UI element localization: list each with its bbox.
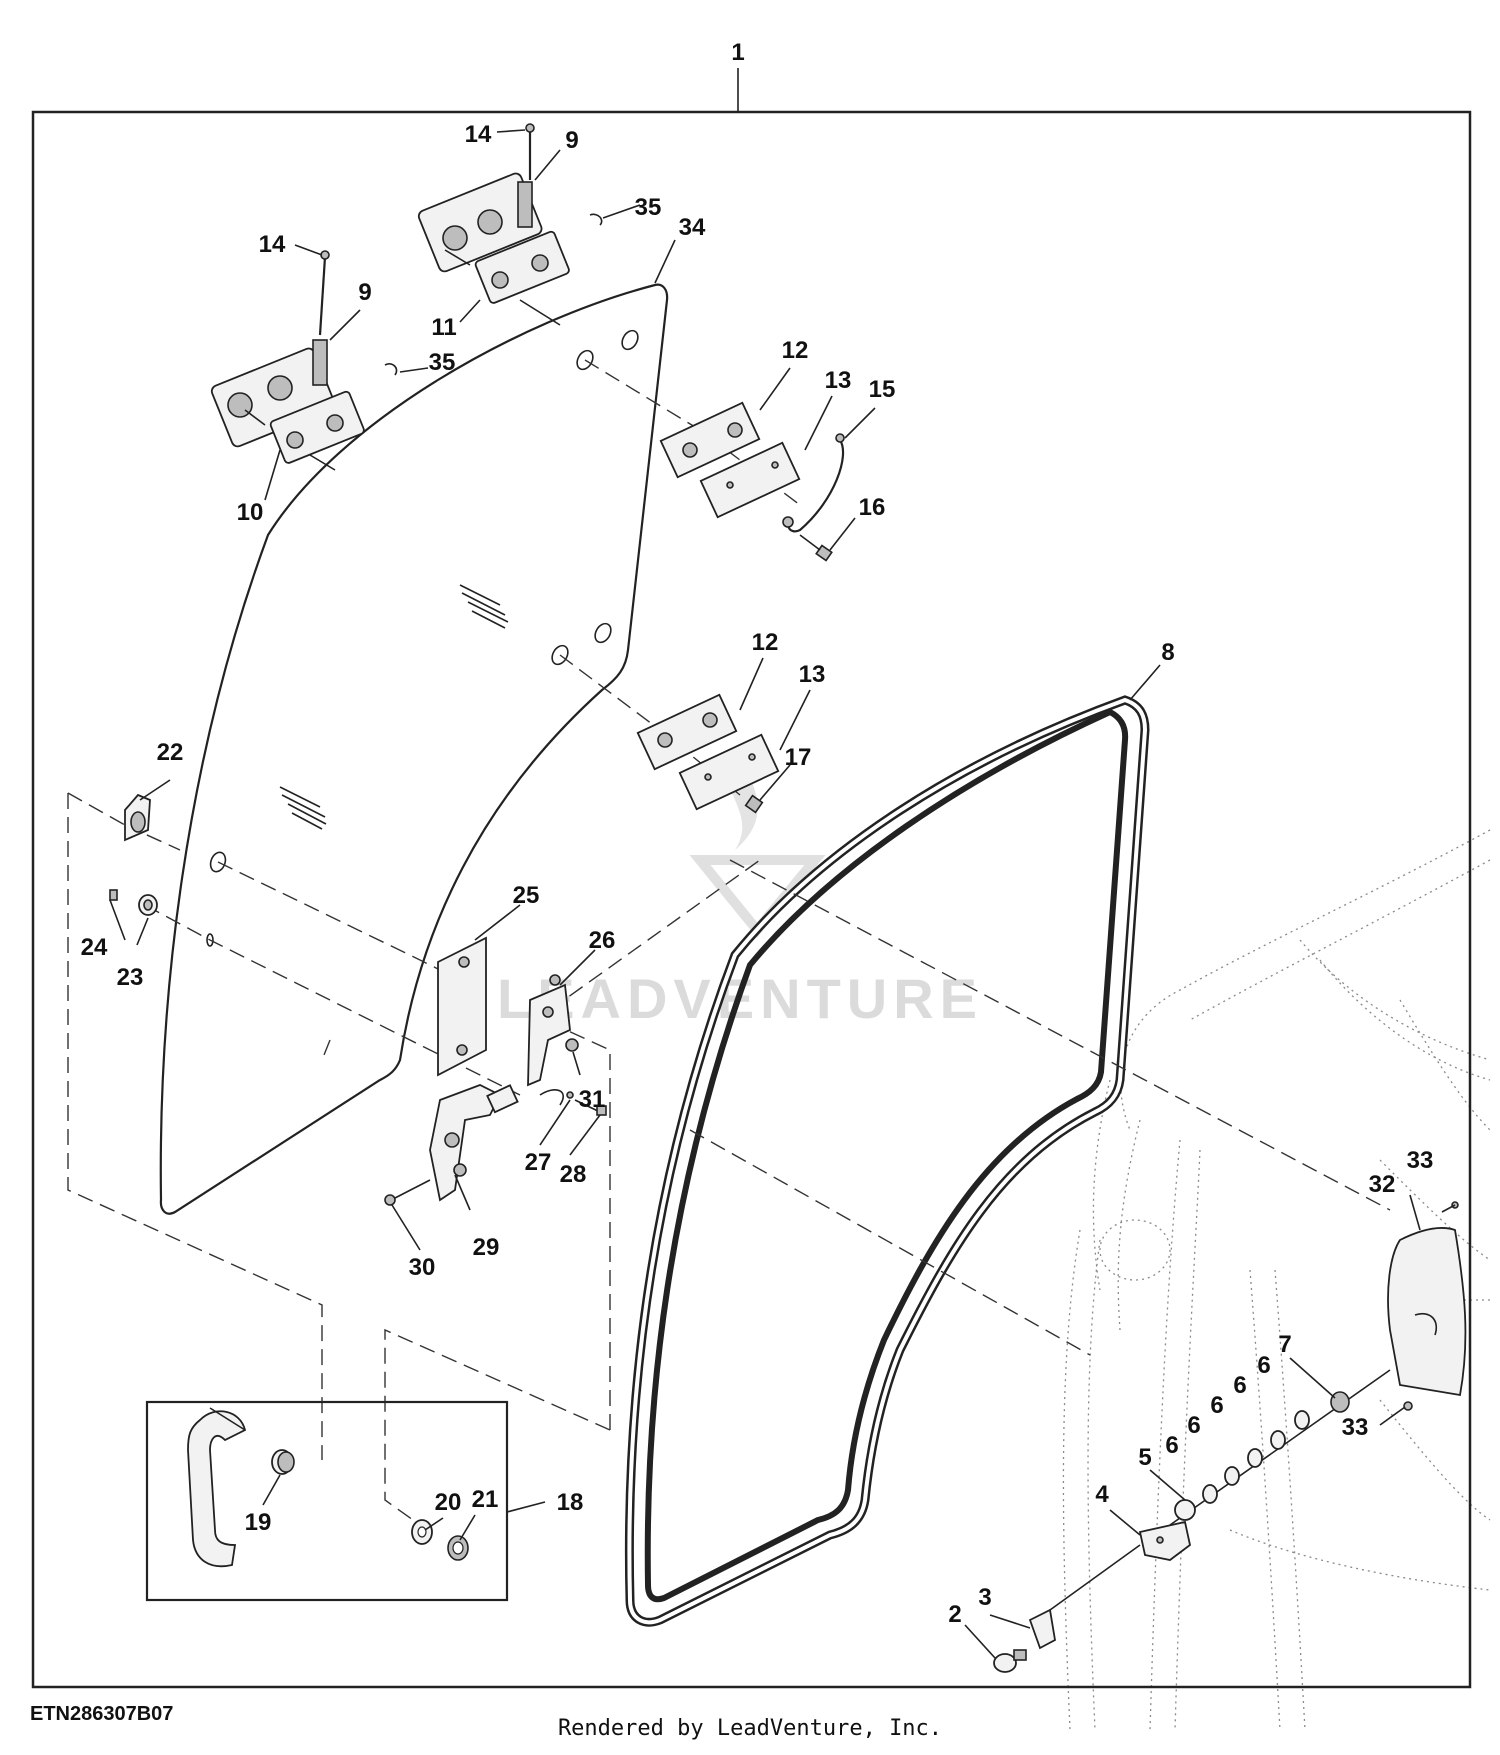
callout-12-upper: 12 [782, 337, 809, 364]
callout-28: 28 [560, 1161, 587, 1188]
callout-10: 10 [237, 499, 264, 526]
leader-lines [109, 129, 1421, 1659]
callout-4: 4 [1095, 1481, 1109, 1508]
callout-2: 2 [948, 1601, 961, 1628]
callout-6-c: 6 [1210, 1392, 1223, 1419]
mount-bracket [1049, 1520, 1192, 1611]
callout-25: 25 [513, 882, 540, 909]
callout-14-lower: 14 [259, 231, 286, 258]
callout-29: 29 [473, 1234, 500, 1261]
callout-14-upper: 14 [465, 121, 492, 148]
callout-27: 27 [525, 1149, 552, 1176]
callout-6-a: 6 [1257, 1352, 1270, 1379]
upper-bracket-plates [659, 401, 845, 562]
callout-18: 18 [557, 1489, 584, 1516]
callout-8: 8 [1161, 639, 1174, 666]
washer-stack [1169, 1369, 1391, 1526]
callout-13-lower: 13 [799, 661, 826, 688]
callout-21: 21 [472, 1486, 499, 1513]
callout-19: 19 [245, 1509, 272, 1536]
callout-9-lower: 9 [358, 279, 371, 306]
callout-15: 15 [869, 376, 896, 403]
callout-16: 16 [859, 494, 886, 521]
washers-20-21 [411, 1519, 469, 1561]
callout-34: 34 [679, 214, 706, 241]
callout-33-upper: 33 [1407, 1147, 1434, 1174]
callout-7: 7 [1278, 1331, 1291, 1358]
striker-cover [1387, 1201, 1467, 1411]
left-fasteners [109, 793, 158, 916]
latch-plate [437, 936, 487, 1077]
lower-hinge [210, 250, 398, 471]
callout-30: 30 [409, 1254, 436, 1281]
handle [187, 1407, 295, 1568]
render-credit: Rendered by LeadVenture, Inc. [558, 1716, 942, 1741]
door-seal [624, 695, 1150, 1627]
callout-23: 23 [117, 964, 144, 991]
callout-9-upper: 9 [565, 127, 578, 154]
handle-kit-box [145, 1400, 509, 1602]
callout-11: 11 [431, 314, 456, 341]
lower-bracket-plates [636, 693, 780, 814]
latch-mechanism [384, 974, 607, 1206]
callout-26: 26 [589, 927, 616, 954]
assembly-border [31, 110, 1472, 1689]
handle-subassembly-outline [67, 793, 323, 1460]
diagram-code: ETN286307B07 [30, 1703, 173, 1725]
callout-20: 20 [435, 1489, 462, 1516]
callout-5: 5 [1138, 1444, 1151, 1471]
callout-6-b: 6 [1233, 1372, 1246, 1399]
callout-33-lower: 33 [1342, 1414, 1369, 1441]
callout-35-upper: 35 [635, 194, 662, 221]
callout-22: 22 [157, 739, 184, 766]
callout-35-lower: 35 [429, 349, 456, 376]
glass-reflection-marks [279, 584, 509, 830]
callout-13-upper: 13 [825, 367, 852, 394]
callout-12-lower: 12 [752, 629, 779, 656]
clip-and-knob [993, 1608, 1056, 1673]
callout-32: 32 [1369, 1171, 1396, 1198]
callout-6-d: 6 [1187, 1412, 1200, 1439]
upper-hinge [417, 123, 603, 326]
callouts: 1 14 9 35 34 14 9 11 35 10 12 13 15 16 1… [81, 39, 1434, 1628]
callout-6-e: 6 [1165, 1432, 1178, 1459]
callout-1: 1 [731, 39, 744, 66]
callout-31: 31 [579, 1086, 606, 1113]
callout-17: 17 [785, 744, 812, 771]
callout-3: 3 [978, 1584, 991, 1611]
cab-frame-background [1062, 829, 1491, 1731]
callout-24: 24 [81, 934, 108, 961]
